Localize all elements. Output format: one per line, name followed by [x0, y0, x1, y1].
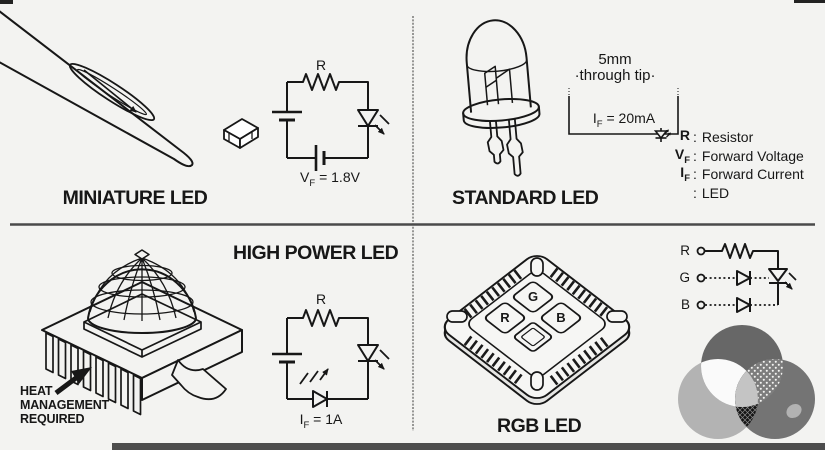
legend-label: Forward Voltage [701, 147, 804, 164]
diode-g [736, 270, 751, 286]
wire-label-green: G [679, 270, 690, 285]
top-left-corner-mark [0, 0, 13, 4]
heat-warning-arrow [54, 367, 92, 395]
miniature-circuit [272, 73, 389, 171]
smd-led-chip [223, 118, 259, 149]
led-dies [484, 281, 582, 352]
led-symbol [768, 268, 788, 282]
color-mixing-venn [678, 325, 815, 439]
legend-row-led: : LED [652, 128, 804, 203]
needle-eye [68, 62, 156, 122]
dimension-type: ·through tip· [574, 67, 656, 84]
standard-led-illustration [462, 19, 541, 177]
terminal-r [696, 246, 706, 256]
heatsink-right-face [141, 329, 243, 401]
needle-eye-arrow [83, 69, 137, 113]
solder-tab [171, 359, 227, 401]
heat-warning: HEAT MANAGEMENT REQUIRED [20, 384, 109, 426]
bottom-led-symbol [312, 390, 328, 408]
bottom-led-emission-arrows [299, 369, 328, 385]
light-emission-arrows [374, 349, 389, 369]
legend: R : Resistor VF : Forward Voltage IF : F… [652, 127, 804, 203]
dividers [10, 16, 815, 431]
resistor-label: R [315, 291, 327, 307]
die-red [484, 302, 526, 334]
standard-led-title: STANDARD LED [452, 187, 599, 209]
resistor-symbol [705, 243, 779, 269]
mesh-dome [87, 249, 197, 334]
wire-label-red: R [680, 243, 690, 258]
bottom-bar [112, 443, 825, 450]
forward-current-value: IF = 20mA [592, 110, 656, 130]
dome-pedestal [83, 293, 202, 358]
terminal-g [696, 273, 706, 283]
needle-illustration [0, 10, 194, 168]
dimension-bracket [568, 88, 679, 135]
led-internal-electrodes [483, 65, 514, 106]
led-legs [486, 118, 524, 177]
light-emission-arrows [374, 114, 389, 134]
overlap-top-left [701, 359, 758, 407]
high-power-led-title: HIGH POWER LED [233, 242, 399, 264]
package-pins [463, 267, 611, 386]
die-blue [540, 302, 582, 334]
forward-current-value: IF = 1A [299, 411, 343, 431]
led-symbol [357, 109, 379, 127]
legend-row-forward-voltage: VF : Forward Voltage [674, 145, 804, 166]
forward-voltage-value: VF = 1.8V [300, 169, 360, 189]
legend-row-resistor: R : Resistor [679, 127, 754, 146]
rgb-led-title: RGB LED [497, 415, 582, 437]
legend-label: Forward Current [701, 166, 804, 183]
corner-posts [446, 257, 628, 391]
legend-label: Resistor [701, 129, 754, 146]
led-flange [462, 98, 540, 122]
legend-row-forward-current: IF : Forward Current [680, 164, 804, 185]
resistor-symbol [287, 73, 369, 110]
miniature-led-title: MINIATURE LED [62, 187, 208, 209]
high-power-circuit [272, 309, 389, 408]
die-label-blue: B [556, 310, 566, 325]
venn-highlight [786, 403, 802, 419]
heatsink-fins [45, 332, 142, 416]
led-symbol-icon [653, 128, 671, 142]
wire-label-blue: B [680, 297, 690, 312]
dotted-wires [705, 277, 778, 306]
dimension-size: 5mm [598, 51, 632, 68]
diode-b [736, 297, 751, 313]
resistor-label: R [315, 57, 327, 73]
light-emission-arrows [784, 272, 796, 289]
terminal-b [696, 300, 706, 310]
top-right-corner-mark [794, 0, 825, 3]
rgb-circuit [696, 243, 797, 313]
heatsink-illustration [41, 249, 243, 416]
rgb-package-illustration [443, 255, 631, 405]
led-symbol [357, 344, 379, 362]
die-label-green: G [527, 289, 539, 304]
resistor-symbol [287, 309, 369, 345]
die-green [512, 281, 554, 313]
die-label-red: R [500, 310, 510, 325]
legend-label: LED [701, 184, 730, 201]
led-dome [465, 19, 532, 113]
